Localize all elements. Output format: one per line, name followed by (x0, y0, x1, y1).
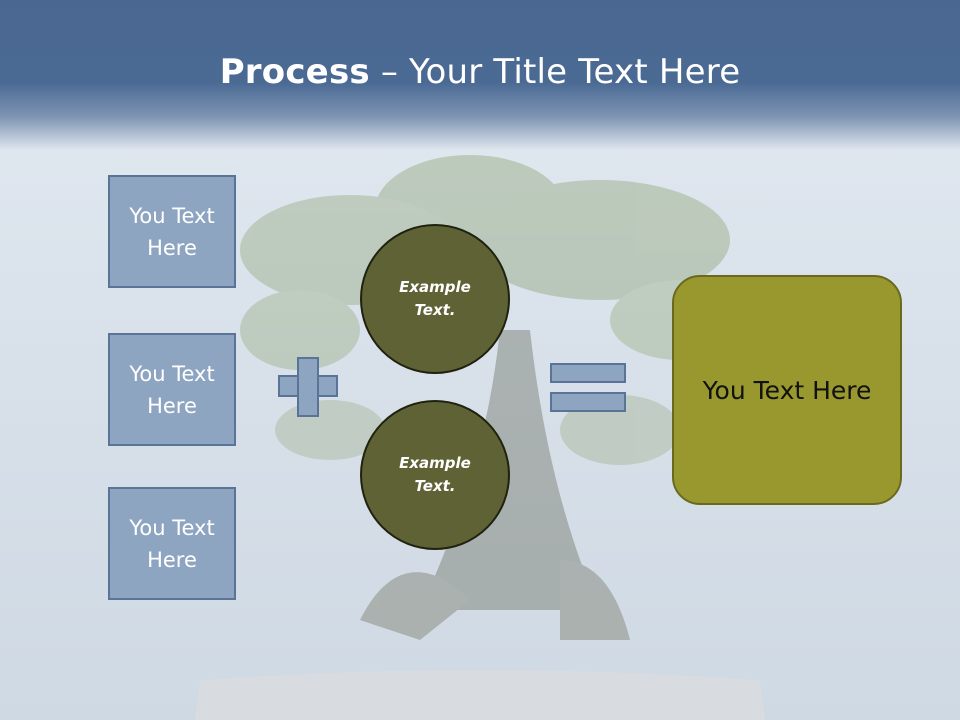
slide-title: Process – Your Title Text Here (0, 52, 960, 92)
title-rest: – Your Title Text Here (369, 52, 741, 92)
left-textbox-1: You Text Here (108, 175, 236, 288)
left-textbox-2: You Text Here (108, 333, 236, 446)
title-band (0, 0, 960, 150)
title-bold: Process (219, 52, 370, 92)
example-circle-2: Example Text. (360, 400, 510, 550)
example-circle-1: Example Text. (360, 224, 510, 374)
left-textbox-3: You Text Here (108, 487, 236, 600)
result-box: You Text Here (672, 275, 902, 505)
